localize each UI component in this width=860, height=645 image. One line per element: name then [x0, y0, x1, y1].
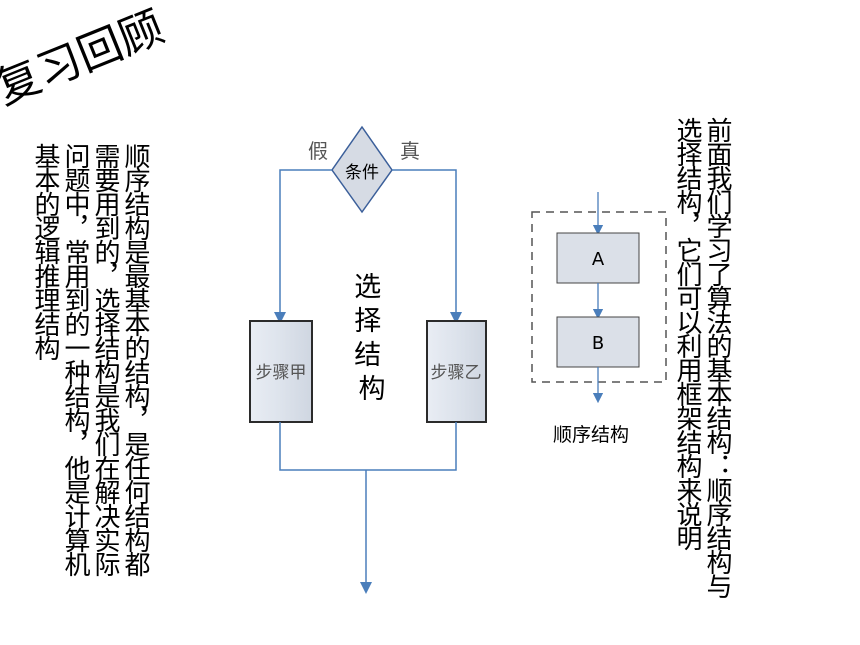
sequence-caption: 顺序结构	[553, 424, 630, 446]
sequence-structure: A B	[531, 192, 667, 404]
merge-line	[279, 422, 457, 471]
selection-caption-char-4: 构	[359, 374, 386, 405]
selection-structure: 条件 假 真 步骤甲 步骤乙 选 择 结 构	[249, 125, 487, 594]
left-paragraph: 顺序结构是最基本的结构，是任何结构都需要用到的，选择结构是我们在解决实际问题中，…	[30, 143, 150, 575]
step-right-box	[426, 320, 487, 423]
box-b-label: B	[592, 333, 604, 354]
step-left-label: 步骤甲	[256, 363, 307, 383]
box-a	[556, 232, 640, 284]
condition-diamond	[331, 125, 393, 214]
condition-label: 条件	[345, 163, 379, 183]
sequence-dashed-frame	[531, 211, 667, 383]
right-paragraph: 前面我们学习了算法的基本结构：顺序结构与选择结构，它们可以利用框架结构来说明	[672, 117, 732, 597]
false-label: 假	[308, 139, 328, 163]
step-right-label: 步骤乙	[431, 363, 482, 383]
selection-caption-char-2: 择	[354, 306, 381, 337]
selection-caption-char-3: 结	[354, 340, 381, 371]
true-branch-line	[392, 169, 462, 324]
selection-caption-char-1: 选	[354, 272, 381, 303]
false-branch-line	[274, 169, 332, 324]
step-left-box	[249, 320, 313, 423]
true-label: 真	[400, 139, 420, 163]
box-a-label: A	[592, 249, 605, 270]
selection-caption: 选 择 结 构	[354, 272, 390, 405]
